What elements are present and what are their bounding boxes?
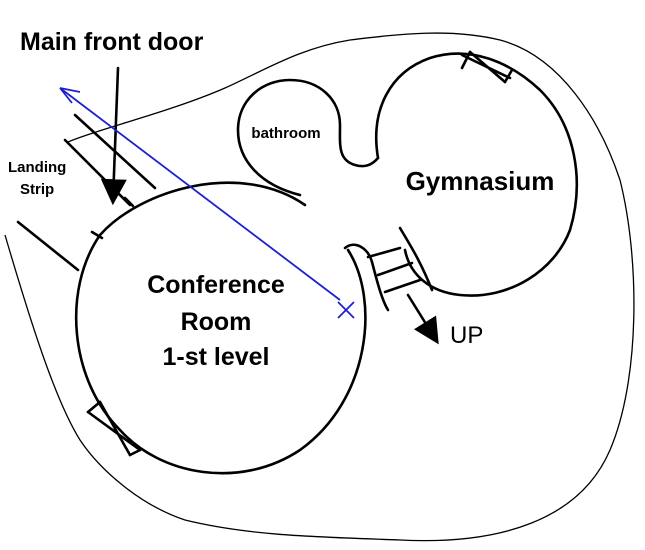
conference-room-label-line2: Room <box>181 308 252 336</box>
gymnasium-label: Gymnasium <box>406 166 555 196</box>
bathroom-wall <box>236 78 380 197</box>
door-icon <box>460 50 514 84</box>
conference-room-label-line3: 1-st level <box>162 343 269 371</box>
gymnasium-wall <box>374 52 579 297</box>
door-icon <box>86 400 142 457</box>
conference-room-label-line1: Conference <box>147 271 285 299</box>
entry-wall <box>16 220 80 272</box>
door-tick <box>90 196 135 240</box>
landing-strip-wall <box>63 138 132 207</box>
stairs-icon <box>343 226 439 345</box>
landing-strip-label-line1: Landing <box>8 159 66 176</box>
x-mark-icon <box>337 301 355 319</box>
route-line <box>59 87 341 301</box>
main-front-door-label: Main front door <box>20 28 204 56</box>
conference-room-wall <box>74 181 367 475</box>
building-outline <box>4 32 635 542</box>
landing-strip-label-line2: Strip <box>20 181 54 198</box>
stairs-up-label: UP <box>450 322 483 349</box>
front-door-arrow <box>100 66 127 206</box>
bathroom-label: bathroom <box>251 125 320 142</box>
